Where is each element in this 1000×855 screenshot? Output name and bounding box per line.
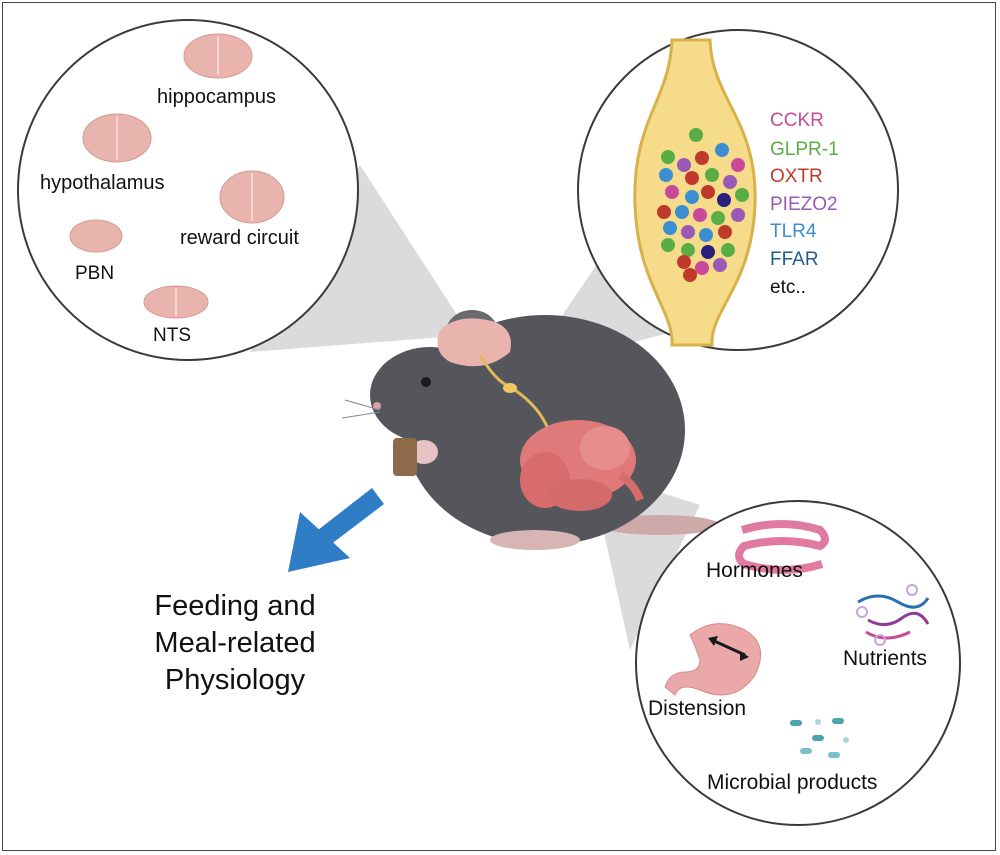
receptor-dots xyxy=(657,128,749,282)
label-microbial-products: Microbial products xyxy=(707,771,878,794)
mouse-foot xyxy=(490,530,580,550)
hippocampus-section-icon xyxy=(183,33,253,79)
hypothalamus-section-icon xyxy=(82,113,152,163)
receptor-ffar: FFAR xyxy=(770,249,819,270)
brain-circle xyxy=(17,19,359,361)
pbn-section-icon xyxy=(69,219,123,253)
mouse-nose xyxy=(373,402,381,410)
label-nts: NTS xyxy=(153,325,191,346)
arrow-icon xyxy=(288,488,384,572)
receptor-glpr1: GLPR-1 xyxy=(770,139,839,160)
receptor-tlr4: TLR4 xyxy=(770,221,817,242)
caption-line-1: Feeding and xyxy=(154,590,316,622)
mouse-illustration xyxy=(341,310,720,550)
label-nutrients: Nutrients xyxy=(843,647,928,670)
ganglion-circle xyxy=(577,29,899,351)
reward-circuit-section-icon xyxy=(219,170,285,224)
receptor-oxtr: OXTR xyxy=(770,166,823,187)
hormones-icon xyxy=(735,520,829,574)
label-distension: Distension xyxy=(648,697,747,720)
food-pellet xyxy=(393,438,417,476)
receptor-piezo2: PIEZO2 xyxy=(770,194,838,215)
label-pbn: PBN xyxy=(75,263,115,284)
receptor-cckr: CCKR xyxy=(770,110,824,131)
gut-circle xyxy=(635,500,961,826)
label-hippocampus: hippocampus xyxy=(157,86,276,108)
label-reward-circuit: reward circuit xyxy=(180,227,299,249)
brain-on-mouse xyxy=(437,318,511,367)
intestines xyxy=(520,420,644,511)
receptor-etc: etc.. xyxy=(770,277,806,298)
stomach-icon xyxy=(664,623,762,696)
nts-section-icon xyxy=(143,285,209,319)
nutrients-icon xyxy=(856,584,930,646)
label-hormones: Hormones xyxy=(706,559,803,582)
caption-line-3: Physiology xyxy=(164,664,306,696)
mouse-eye xyxy=(421,377,431,387)
microbes-icon xyxy=(790,718,849,758)
caption-line-2: Meal-related xyxy=(154,627,316,659)
caption: Feeding and Meal-related Physiology xyxy=(100,588,370,699)
label-hypothalamus: hypothalamus xyxy=(40,172,165,194)
